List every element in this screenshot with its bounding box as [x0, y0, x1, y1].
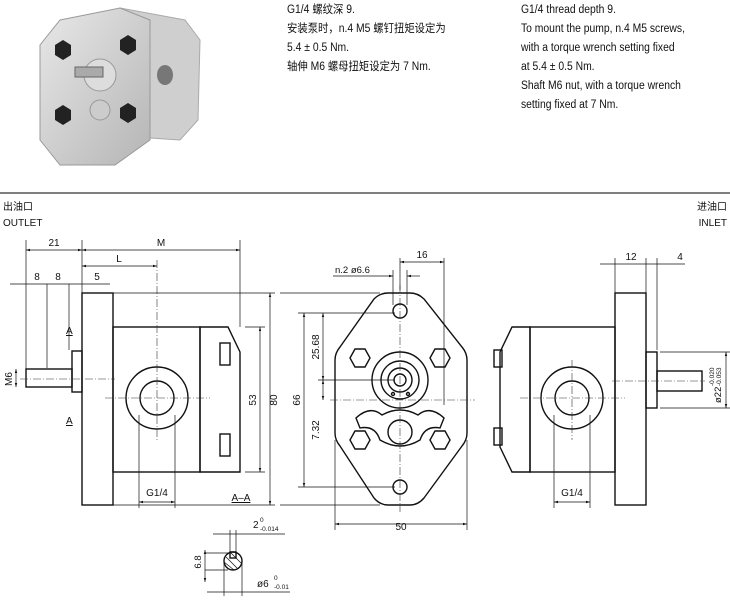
key-tol-lower: -0.014	[260, 526, 279, 533]
section-detail-a-a: 2 0 -0.014 6.8 ø6 0 -0.01	[193, 517, 290, 596]
side-view-inlet: 12 4 ø22 -0.020 -0.053 G1/4	[493, 252, 730, 508]
section-mark-a-bottom: A	[66, 416, 73, 427]
dia-tol-upper: 0	[274, 575, 278, 582]
dim-L: L	[116, 254, 122, 265]
dim-8b: 8	[55, 272, 61, 283]
note-line: 轴伸 M6 螺母扭矩设定为 7 Nm.	[287, 61, 431, 73]
dim-53: 53	[248, 394, 259, 406]
dim-8a: 8	[34, 272, 40, 283]
notes-english: G1/4 thread depth 9. To mount the pump, …	[521, 1, 685, 115]
hole-callout: n.2 ø6.6	[335, 265, 370, 276]
note-line: setting fixed at 7 Nm.	[521, 99, 619, 111]
inlet-label-cn: 进油口	[697, 200, 727, 213]
note-line: To mount the pump, n.4 M5 screws,	[521, 23, 685, 35]
inlet-label-en: INLET	[699, 218, 727, 229]
shaft-tol-upper: -0.020	[709, 367, 716, 386]
dim-25-68: 25.68	[311, 334, 322, 359]
notes-chinese: G1/4 螺纹深 9. 安装泵时，n.4 M5 螺钉扭矩设定为 5.4 ± 0.…	[287, 1, 446, 77]
dim-50: 50	[395, 522, 407, 533]
port-label-inlet: G1/4	[561, 488, 583, 499]
key-depth: 6.8	[193, 555, 204, 568]
side-view-outlet: 21 M L 8 8 5 A A M6 53 80 G1/4 A–A	[4, 238, 280, 508]
note-line: 5.4 ± 0.5 Nm.	[287, 42, 350, 54]
note-line: G1/4 thread depth 9.	[521, 4, 616, 16]
outlet-label-en: OUTLET	[3, 218, 42, 229]
dim-M: M	[157, 238, 165, 249]
shaft-diameter: ø22	[713, 387, 724, 403]
dim-66: 66	[292, 394, 303, 406]
note-line: G1/4 螺纹深 9.	[287, 4, 355, 16]
outlet-label-cn: 出油口	[3, 200, 33, 213]
note-line: 安装泵时，n.4 M5 螺钉扭矩设定为	[287, 23, 446, 35]
dim-5: 5	[94, 272, 100, 283]
key-tol-upper: 0	[260, 517, 264, 524]
key-width: 2	[253, 520, 259, 531]
dim-16: 16	[416, 250, 428, 261]
dim-7-32: 7.32	[311, 420, 322, 440]
section-label: A–A	[232, 493, 251, 504]
front-view-flange: n.2 ø6.6 16 66 25.68 7.32 50	[280, 250, 475, 533]
dim-M6: M6	[4, 372, 15, 386]
pump-photo	[39, 7, 201, 166]
dim-21: 21	[48, 238, 60, 249]
dim-12: 12	[625, 252, 637, 263]
shaft-dia-detail: ø6	[257, 579, 269, 590]
dia-tol-lower: -0.01	[274, 584, 289, 591]
shaft-tol-lower: -0.053	[716, 367, 723, 386]
dim-80: 80	[269, 394, 280, 406]
note-line: at 5.4 ± 0.5 Nm.	[521, 61, 595, 73]
dim-4: 4	[677, 252, 683, 263]
section-mark-a-top: A	[66, 326, 73, 337]
note-line: with a torque wrench setting fixed	[521, 42, 675, 54]
note-line: Shaft M6 nut, with a torque wrench	[521, 80, 681, 92]
port-label-outlet: G1/4	[146, 488, 168, 499]
